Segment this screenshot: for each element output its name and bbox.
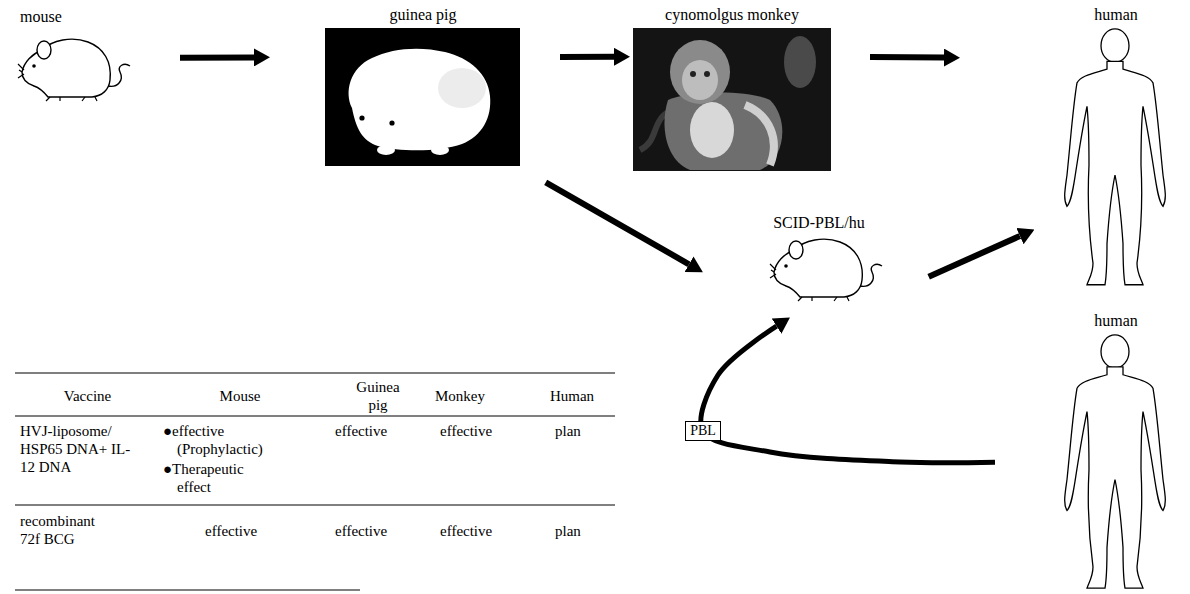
table-cell: Vaccine — [30, 387, 145, 405]
guinea-pig-photo — [325, 28, 520, 166]
animal-node: cynomolgus monkey — [630, 4, 834, 174]
edge-label: PBL — [685, 421, 721, 441]
table-cell: ●effective (Prophylactic) — [163, 422, 275, 458]
table-cell: recombinant 72f BCG — [20, 512, 115, 548]
guinea-pig-foot — [377, 145, 395, 155]
table-cell: effective — [440, 522, 520, 540]
monkey-eye — [704, 71, 710, 77]
scid-mouse-figure — [770, 239, 882, 301]
table-cell: effective — [335, 422, 425, 440]
guinea-pig-foot — [431, 145, 449, 155]
monkey-eye — [690, 71, 696, 77]
model-node: SCID-PBL/hu — [755, 212, 883, 312]
animal-node: mouse — [15, 6, 140, 104]
human-figure — [1065, 29, 1166, 285]
monkey-arm — [745, 105, 774, 165]
table-cell: plan — [555, 522, 605, 540]
human-node: human — [1040, 310, 1188, 592]
table-cell: ●Therapeutic effect — [163, 460, 275, 496]
arrow-connector — [560, 54, 614, 60]
table-rule — [15, 372, 615, 373]
table-cell: Human — [537, 387, 607, 405]
node-label: human — [1044, 312, 1188, 330]
arrow-connector — [701, 326, 995, 463]
node-label: cynomolgus monkey — [630, 6, 834, 24]
photo-ground — [325, 28, 520, 166]
table-cell: plan — [555, 422, 605, 440]
node-label: human — [1044, 6, 1188, 24]
node-label: SCID-PBL/hu — [755, 214, 883, 232]
table-cell: effective — [440, 422, 520, 440]
monkey-chest — [690, 102, 734, 158]
table-cell: Mouse — [190, 387, 290, 405]
photo-patch — [784, 36, 816, 88]
table-rules — [15, 373, 615, 590]
table-cell: Guinea pig — [353, 378, 403, 414]
monkey-body — [664, 93, 782, 171]
arrow-connector — [870, 54, 944, 61]
mouse-figure — [18, 39, 130, 101]
guinea-pig-eye — [359, 115, 364, 120]
table-rule — [15, 416, 615, 417]
node-label: mouse — [20, 8, 140, 26]
guinea-pig-shade — [438, 68, 486, 108]
arrow-connector — [180, 54, 254, 60]
photo-ground — [633, 28, 831, 171]
human-figure — [1065, 335, 1166, 588]
monkey-face — [682, 60, 718, 100]
node-label: guinea pig — [322, 6, 524, 24]
human-node: human — [1040, 4, 1188, 290]
table-cell: HVJ-liposome/ HSP65 DNA+ IL-12 DNA — [20, 422, 135, 476]
table-rule — [15, 589, 360, 590]
table-cell: Monkey — [425, 387, 495, 405]
table-cell: effective — [335, 522, 425, 540]
table-cell: effective — [205, 522, 295, 540]
arrow-connector — [929, 236, 1020, 277]
guinea-pig-eye — [389, 120, 394, 125]
animal-node: guinea pig — [322, 4, 524, 170]
monkey-photo — [633, 28, 831, 171]
arrow-connector — [546, 182, 689, 264]
table-rule — [15, 505, 615, 506]
guinea-pig-body — [349, 49, 491, 151]
monkey-head — [670, 40, 730, 104]
